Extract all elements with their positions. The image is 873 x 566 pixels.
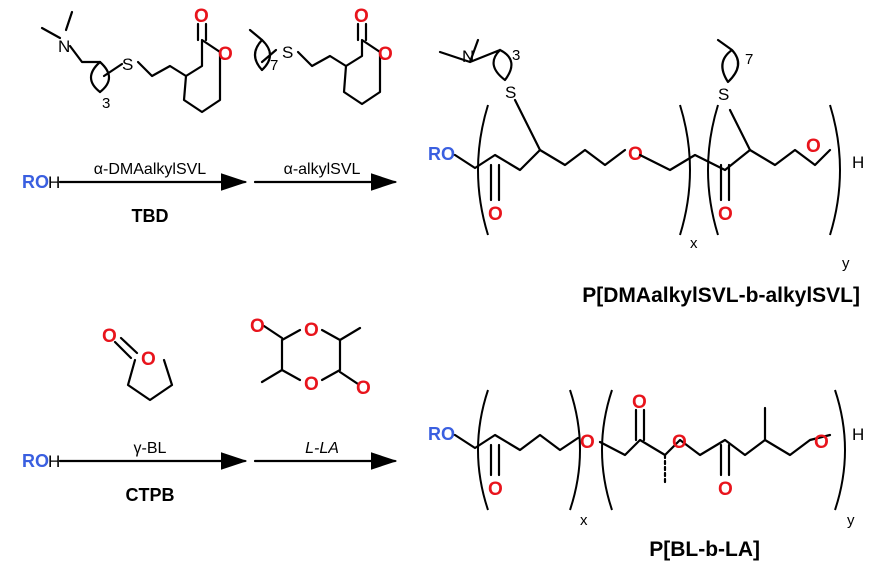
monomer-dmaalkylsvl: N 3 S O O [40,6,233,114]
carbonyl-oxygen: O [718,204,733,225]
step2-label: L-LA [305,440,339,457]
monomer-alkylsvl: 7 S O O [248,6,393,106]
initiator-h: H [48,173,60,192]
repeat-x: x [690,235,698,252]
step2-label: α-alkylSVL [284,161,361,178]
catalyst-label: TBD [132,206,169,226]
ring-oxygen: O [218,44,233,65]
terminal-oxygen: O [814,432,829,453]
repeat-y: y [842,255,850,272]
carbonyl-oxygen: O [354,6,369,27]
ring-oxygen: O [304,320,319,341]
end-group-ro: RO [428,144,455,164]
product-block-copolymer-2: RO O O x O O O O y H [428,389,864,529]
top-initiator: RO H [22,172,60,192]
carbonyl-oxygen: O [488,204,503,225]
carbonyl-oxygen: O [250,316,265,337]
carbonyl-oxygen: O [632,392,647,413]
step1-label: γ-BL [134,440,167,457]
ring-oxygen: O [141,349,156,370]
carbonyl-oxygen: O [194,6,209,27]
sulfur-atom: S [505,83,516,102]
subscript-7: 7 [745,51,753,68]
subscript-3: 3 [512,47,520,64]
nitrogen-atom: N [58,37,70,56]
ester-oxygen: O [672,432,687,453]
product-name-1: P[DMAalkylSVL-b-alkylSVL] [582,284,860,307]
product-name-2: P[BL-b-LA] [649,538,760,561]
sulfur-atom: S [122,55,133,74]
bottom-initiator: RO H [22,451,60,471]
repeat-y: y [847,512,855,529]
carbonyl-oxygen: O [488,479,503,500]
ester-oxygen: O [580,432,595,453]
monomer-l-lactide: O O O O [250,316,371,399]
ring-oxygen: O [304,374,319,395]
subscript-7: 7 [270,57,278,74]
carbonyl-oxygen: O [718,479,733,500]
carbonyl-oxygen: O [356,378,371,399]
sulfur-atom: S [282,43,293,62]
sulfur-atom: S [718,85,729,104]
end-group-ro: RO [428,424,455,444]
terminal-h: H [852,153,864,172]
monomer-gamma-bl: O O [102,326,174,402]
initiator-ro: RO [22,172,49,192]
ester-oxygen: O [628,144,643,165]
terminal-oxygen: O [806,136,821,157]
subscript-3: 3 [102,95,110,112]
initiator-ro: RO [22,451,49,471]
catalyst-label: CTPB [126,485,175,505]
carbonyl-oxygen: O [102,326,117,347]
repeat-x: x [580,512,588,529]
nitrogen-atom: N [462,47,474,66]
initiator-h: H [48,452,60,471]
product-block-copolymer-1: RO O O x S N 3 O O S 7 y H [428,38,864,272]
step1-label: α-DMAalkylSVL [94,161,206,178]
ring-oxygen: O [378,44,393,65]
terminal-h: H [852,425,864,444]
